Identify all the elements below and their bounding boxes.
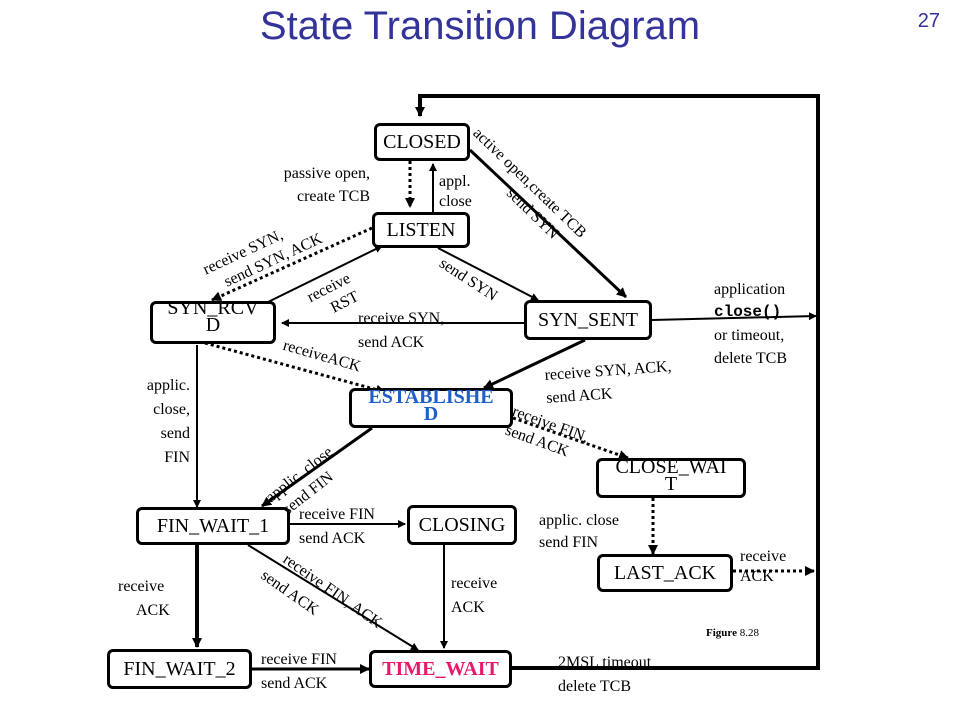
- label-fw2-rcv-fin: receive FIN send ACK: [261, 648, 337, 696]
- state-syn-sent-label: SYN_SENT: [537, 309, 638, 331]
- label-application-close-2: close(): [714, 303, 782, 321]
- label-simultaneous-open: receive SYN, send ACK: [358, 309, 444, 353]
- arrow-synsent-to-loop: [651, 312, 817, 321]
- label-lastack-receive-ack-1: receive: [740, 548, 787, 565]
- label-fw2-rcv-fin-1: receive FIN: [261, 651, 337, 668]
- label-application-close-4: delete TCB: [714, 350, 788, 367]
- state-listen-label: LISTEN: [386, 219, 456, 241]
- label-simultaneous-open-1: receive SYN,: [358, 310, 445, 327]
- label-application-close-1: application: [714, 281, 786, 298]
- label-application-close: application close() or timeout, delete T…: [714, 278, 787, 370]
- arrow-established-to-finwait1: [261, 426, 373, 508]
- label-rcv-synack-send-ack: receive SYN, ACK,send ACK: [544, 357, 674, 409]
- arrow-synrcvd-to-established: [204, 341, 386, 395]
- label-applic-close-3: send: [160, 425, 190, 442]
- label-passive-open-2: create TCB: [296, 188, 370, 205]
- label-applic-close-1: applic.: [146, 377, 190, 394]
- label-applic-close-2: close,: [153, 401, 190, 418]
- arrow-finwait1-to-timewait: [247, 544, 419, 651]
- arrow-synrcvd-to-listen: [267, 245, 383, 303]
- label-closewait-close-1: applic. close: [539, 512, 619, 529]
- label-fw1-receive-ack-1: receive: [118, 578, 165, 595]
- label-fw1-rcv-fin-2: send ACK: [299, 530, 366, 547]
- label-appl-close: appl. close: [439, 172, 472, 212]
- label-fw2-rcv-fin-2: send ACK: [261, 675, 328, 692]
- state-closing-label: CLOSING: [418, 514, 506, 536]
- state-syn-rcvd-label-2: D: [205, 314, 221, 336]
- figure-caption: Figure 8.28: [706, 627, 759, 639]
- state-established-label-2: D: [423, 403, 439, 425]
- label-closewait-close: applic. close send FIN: [539, 510, 619, 554]
- label-lastack-receive-ack-2: ACK: [740, 568, 774, 585]
- arrow-closed-to-synsent: [468, 148, 628, 299]
- state-syn-rcvd-label-1: SYN_RCV: [167, 297, 259, 319]
- arrow-established-to-closewait: [512, 416, 629, 460]
- arrow-synsent-to-established: [483, 338, 586, 390]
- label-fw1-rcv-fin: receive FIN send ACK: [299, 503, 375, 551]
- state-last-ack: LAST_ACK: [597, 554, 733, 592]
- arrow-listen-to-synrcvd: [211, 226, 373, 302]
- state-close-wait-label-2: T: [664, 473, 678, 495]
- state-close-wait-label-1: CLOSE_WAI: [615, 456, 727, 478]
- slide-title: State Transition Diagram: [259, 4, 701, 48]
- label-applic-close-send-fin: applic. close, send FIN: [110, 374, 190, 470]
- state-fin-wait-1-label: FIN_WAIT_1: [156, 515, 270, 537]
- label-fw1-receive-ack-2: ACK: [136, 602, 170, 619]
- label-fw1-rcv-fin-1: receive FIN: [299, 506, 375, 523]
- label-2msl-timeout-1: 2MSL timeout: [558, 654, 652, 671]
- state-time-wait: TIME_WAIT: [369, 650, 512, 688]
- label-simultaneous-open-2: send ACK: [358, 334, 425, 351]
- state-time-wait-label: TIME_WAIT: [382, 658, 499, 680]
- state-established-label-1: ESTABLISHE: [368, 386, 494, 408]
- page-number: 27: [917, 10, 940, 32]
- label-2msl-timeout: 2MSL timeout delete TCB: [558, 651, 651, 699]
- label-2msl-timeout-2: delete TCB: [558, 678, 632, 695]
- label-closing-receive-ack-1: receive: [451, 575, 498, 592]
- figure-caption-number: 8.28: [739, 627, 759, 639]
- state-closed-label: CLOSED: [383, 131, 461, 153]
- state-fin-wait-2-label: FIN_WAIT_2: [123, 658, 236, 680]
- state-syn-sent: SYN_SENT: [524, 300, 652, 340]
- arrow-listen-to-synsent: [437, 247, 539, 301]
- label-closing-receive-ack-2: ACK: [451, 599, 485, 616]
- state-closing: CLOSING: [407, 505, 517, 545]
- state-fin-wait-2: FIN_WAIT_2: [107, 649, 252, 689]
- label-application-close-3: or timeout,: [714, 327, 785, 344]
- label-passive-open: passive open, create TCB: [280, 164, 370, 207]
- arrow-timewait-to-closed: [415, 94, 820, 670]
- label-appl-close-1: appl.: [439, 173, 471, 190]
- state-fin-wait-1: FIN_WAIT_1: [136, 507, 290, 545]
- label-passive-open-1: passive open,: [283, 165, 370, 182]
- state-listen: LISTEN: [372, 212, 470, 248]
- label-closewait-close-2: send FIN: [539, 534, 599, 551]
- state-last-ack-label: LAST_ACK: [613, 562, 717, 584]
- figure-caption-prefix: Figure: [706, 627, 737, 639]
- label-appl-close-2: close: [439, 193, 472, 210]
- label-applic-close-4: FIN: [164, 449, 190, 466]
- state-closed: CLOSED: [374, 123, 470, 161]
